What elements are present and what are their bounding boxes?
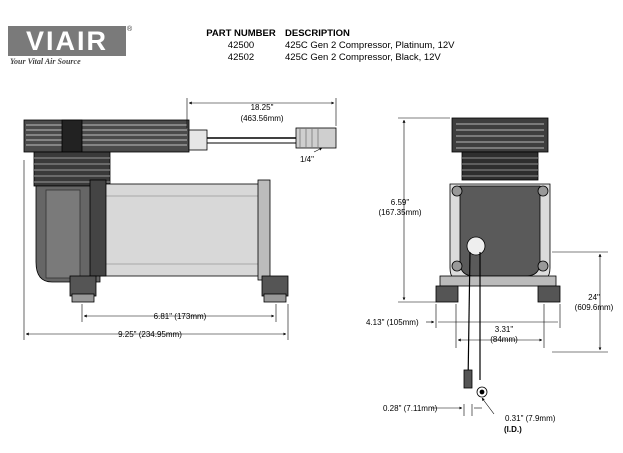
description-cell: 425C Gen 2 Compressor, Black, 12V <box>285 52 441 63</box>
rubber-foot <box>261 275 289 297</box>
ring-od-label: 0.28" (7.11mm) <box>383 404 438 413</box>
rubber-foot <box>69 275 97 297</box>
height-label: 6.59" <box>391 198 410 207</box>
mount-width-mm-label: (84mm) <box>490 335 518 344</box>
front-view <box>435 117 561 398</box>
registered-mark: ® <box>127 26 133 33</box>
front-foot <box>537 285 561 303</box>
overall-length-label: 9.25" (234.95mm) <box>118 330 182 339</box>
front-foot <box>435 285 459 303</box>
wire-grommet <box>466 236 486 256</box>
lead-length-label: 24" <box>588 293 600 302</box>
front-dimensions <box>398 117 608 416</box>
head-bracket <box>61 119 83 153</box>
logo-wordmark: VIAIR <box>8 26 126 56</box>
hose-length-mm-label: (463.56mm) <box>240 114 283 123</box>
part-number-cell: 42502 <box>227 52 255 63</box>
mount-bracket <box>89 179 107 277</box>
lead-length-mm-label: (609.6mm) <box>575 303 614 312</box>
fitting-size-label: 1/4" <box>300 155 314 164</box>
height-mm-label: (167.35mm) <box>378 208 421 217</box>
side-view <box>23 119 337 303</box>
mount-spacing-label: 6.81" (173mm) <box>154 312 207 321</box>
motor-body <box>99 183 267 277</box>
front-head <box>451 117 549 153</box>
side-dimensions <box>23 98 337 340</box>
hose-length-label: 18.25" <box>251 103 274 112</box>
base-bracket <box>439 275 557 287</box>
wire-terminal <box>463 369 473 389</box>
ring-id-label: 0.31" (7.9mm) <box>505 414 556 423</box>
end-cap <box>257 179 271 281</box>
mount-width-label: 3.31" <box>495 325 514 334</box>
ring-id-note: (I.D.) <box>504 425 522 434</box>
hose-fitting <box>295 127 337 149</box>
logo-tagline: Your Vital Air Source <box>10 57 81 66</box>
part-number-header: PART NUMBER <box>206 28 276 39</box>
overall-width-label: 4.13" (105mm) <box>366 318 419 327</box>
front-cylinder <box>461 151 539 181</box>
part-number-cell: 42500 <box>227 40 255 51</box>
description-header: DESCRIPTION <box>285 28 350 39</box>
description-cell: 425C Gen 2 Compressor, Platinum, 12V <box>285 40 455 51</box>
viair-logo: VIAIR ® Your Vital Air Source <box>8 26 132 70</box>
